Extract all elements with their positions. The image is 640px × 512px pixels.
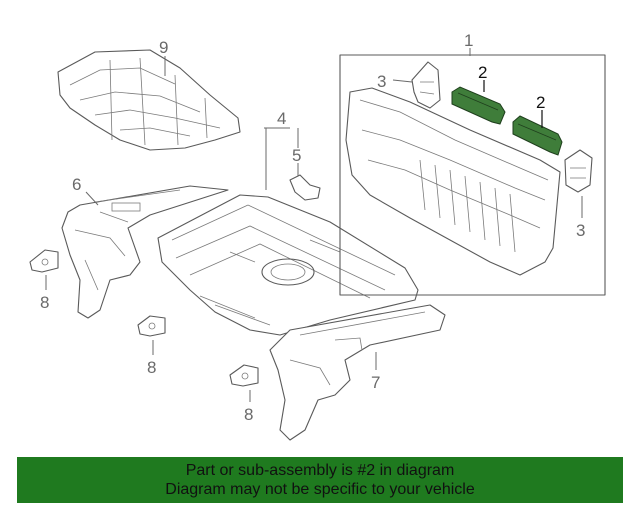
- callout-3-lower: 3: [576, 221, 585, 240]
- leader-lines: [45, 48, 583, 402]
- callout-9: 9: [159, 38, 168, 57]
- callout-8-left: 8: [40, 293, 49, 312]
- part-1-rear-panel[interactable]: [345, 87, 561, 276]
- info-banner: Part or sub-assembly is #2 in diagram Di…: [17, 457, 623, 503]
- part-6-left-side-member[interactable]: [61, 185, 229, 319]
- callout-5: 5: [292, 146, 301, 165]
- callout-6: 6: [72, 175, 81, 194]
- callout-7: 7: [371, 373, 380, 392]
- part-7-right-side-member[interactable]: [269, 304, 446, 441]
- part-9-floor-insulator[interactable]: [57, 49, 241, 151]
- part-8-bracket-b[interactable]: [137, 315, 166, 337]
- part-2-reinforcement-a[interactable]: [451, 86, 506, 125]
- part-5-bracket[interactable]: [289, 174, 321, 201]
- callout-2-upper: 2: [478, 63, 487, 82]
- banner-line-2: Diagram may not be specific to your vehi…: [165, 481, 475, 498]
- callout-8-middle: 8: [147, 358, 156, 377]
- part-3-bracket-upper[interactable]: [411, 61, 441, 109]
- part-4-rear-floor-pan[interactable]: [157, 194, 419, 336]
- callout-1: 1: [464, 31, 473, 50]
- part-8-bracket-a[interactable]: [29, 249, 59, 273]
- part-2-reinforcement-b[interactable]: [512, 115, 563, 156]
- callout-2-lower: 2: [536, 93, 545, 112]
- part-3-bracket-lower[interactable]: [564, 149, 593, 193]
- parts-diagram: 1 2 2 3 3 4 5 6 7 8 8 8 9: [29, 31, 606, 441]
- banner-line-1: Part or sub-assembly is #2 in diagram: [185, 462, 455, 479]
- part-1-assembly-box: [339, 54, 606, 296]
- part-8-bracket-c[interactable]: [229, 364, 259, 387]
- callout-3-upper: 3: [377, 72, 386, 91]
- callout-8-bottom: 8: [244, 405, 253, 424]
- callout-4: 4: [277, 109, 286, 128]
